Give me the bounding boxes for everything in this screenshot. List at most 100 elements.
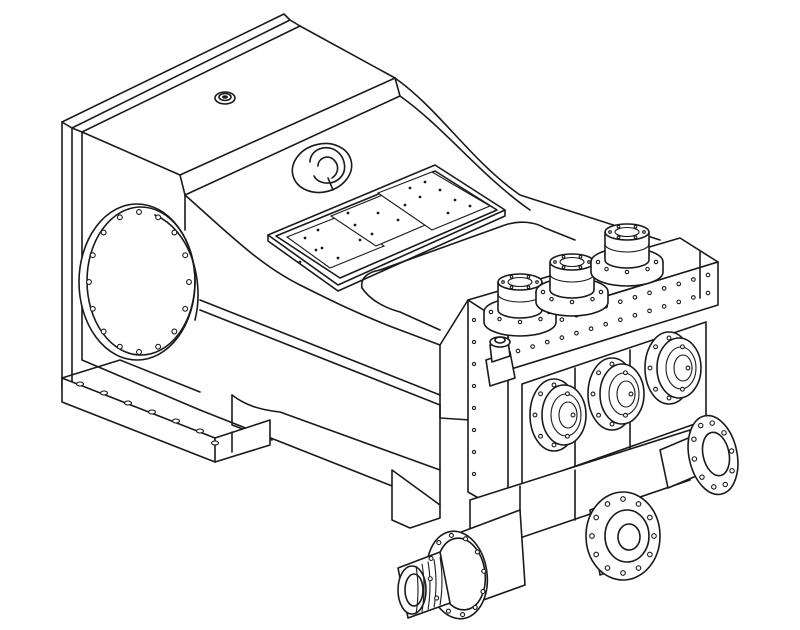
flange-bolt [711, 484, 717, 490]
flange-bolt [445, 608, 452, 614]
suction-port-2 [587, 357, 645, 431]
cover-bolt [86, 279, 92, 285]
block-bolt [471, 317, 477, 323]
panel-screw [320, 246, 324, 250]
panel-screw [303, 236, 307, 240]
flange-bolt [460, 612, 466, 618]
flange-bolt [427, 576, 433, 582]
panel-screw [408, 186, 412, 190]
cover-bolt [182, 252, 189, 259]
front-discharge-flange [585, 491, 661, 581]
cover-bolt [155, 343, 162, 350]
flange-bolt [428, 555, 434, 561]
valve-cap-2 [535, 253, 609, 317]
lifting-lug-logo [291, 142, 353, 194]
block-bolt [559, 317, 565, 322]
cover-bolt [89, 305, 96, 312]
panel-screw [423, 180, 427, 184]
flange-bolt [709, 420, 715, 426]
thread-line [427, 561, 431, 610]
flange-bolt [699, 474, 705, 480]
flange-bolt [729, 468, 735, 474]
cover-bolt [89, 252, 96, 259]
flange-bolt [635, 565, 642, 571]
flange-bolt [462, 536, 469, 542]
block-bolt [471, 449, 477, 455]
crankshaft-bearing-cover [78, 203, 199, 361]
block-bolt [471, 361, 477, 367]
block-bolt [647, 290, 652, 296]
flange-bolt [593, 514, 600, 521]
panel-screw [453, 198, 457, 202]
thread-line [433, 559, 437, 608]
flange-bolt [434, 595, 440, 601]
panel-screw [370, 232, 374, 236]
panel-screw [336, 256, 340, 260]
flange-bolt [691, 456, 698, 462]
flange-bolt [728, 448, 735, 454]
flange-bolt [691, 436, 697, 442]
block-bolt [661, 304, 667, 309]
cover-bolt [155, 214, 162, 221]
panel-screw [316, 228, 320, 232]
block-bolt [617, 299, 623, 305]
cover-bolt [100, 229, 107, 236]
valve-cap-3 [590, 223, 664, 287]
block-bolt [632, 294, 638, 300]
panel-screw [396, 218, 400, 222]
cover-bolt [100, 328, 107, 335]
block-bolt [676, 281, 682, 287]
block-bolt [530, 344, 535, 349]
discharge-valve-caps [483, 223, 664, 337]
cover-bolt [171, 328, 178, 335]
panel-screw [403, 203, 407, 207]
block-bolt [603, 321, 609, 327]
block-bolt [544, 339, 550, 345]
block-bolt [559, 335, 565, 340]
cover-bolt [116, 214, 123, 221]
thread-line [415, 565, 419, 615]
flange-bolt [635, 501, 642, 507]
block-bolt [588, 326, 594, 332]
cover-bolt [116, 343, 123, 350]
block-bolt [661, 286, 667, 291]
flange-bolt [480, 589, 486, 595]
suction-modules [521, 321, 707, 486]
flange-bolt [593, 551, 600, 558]
block-bolt [705, 272, 711, 278]
flange-bolt [604, 565, 611, 571]
panel-screw [438, 188, 442, 192]
panel-screw [346, 211, 350, 215]
inspection-panel-3 [376, 171, 492, 231]
flange-bolt [697, 422, 704, 429]
block-bolt [515, 348, 521, 354]
flange-bolt [722, 481, 729, 488]
breather-cap [214, 91, 236, 105]
panel-screw [358, 238, 362, 242]
block-bolt [705, 290, 711, 296]
panel-screw [314, 248, 318, 252]
thread-line [439, 557, 443, 606]
pressure-relief-valve [485, 336, 516, 387]
suction-port-3 [644, 331, 702, 405]
block-bolt [471, 339, 477, 345]
panel-screw [418, 195, 422, 199]
panel-screw [446, 211, 450, 215]
block-bolt [676, 299, 682, 305]
mounting-foot [61, 359, 441, 529]
block-bolt [691, 277, 696, 282]
block-bolt [617, 317, 623, 323]
flange-bolt [604, 501, 611, 507]
threaded-inlet-connection [397, 509, 526, 620]
block-bolt [471, 471, 477, 477]
block-bolt [632, 312, 638, 318]
right-outlet-flange [687, 414, 739, 496]
block-bolt [691, 295, 696, 300]
flange-bolt [481, 568, 487, 574]
flange-bolt [472, 604, 478, 610]
cover-bolt [171, 229, 178, 236]
flange-bolt [646, 514, 653, 521]
flange-bolt [651, 533, 657, 539]
